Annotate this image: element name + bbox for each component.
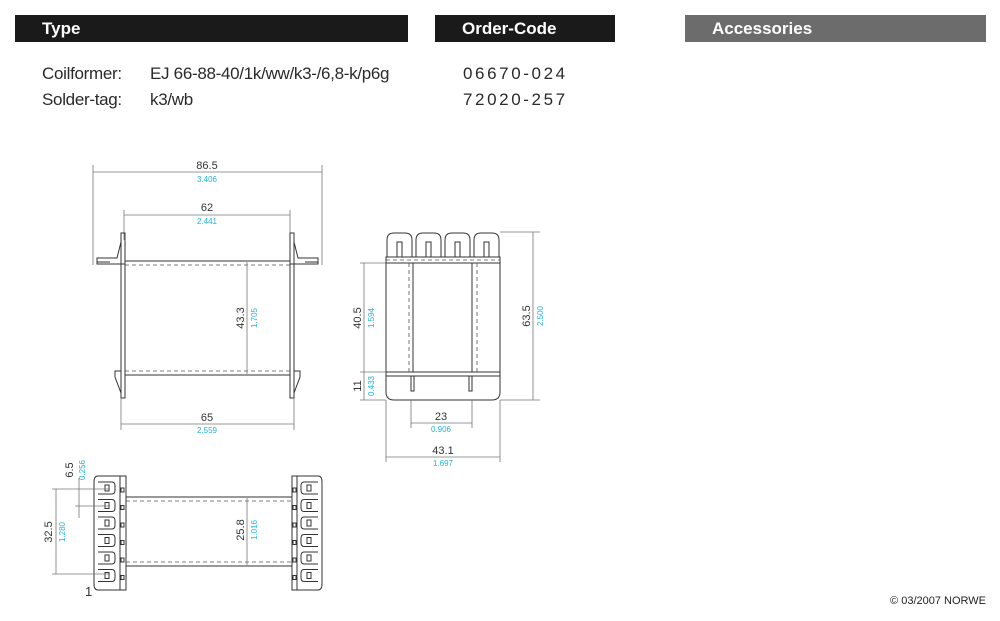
dim-winding-length-mm: 40.5 <box>352 307 364 328</box>
coilformer-order-code: 06670-024 <box>463 64 568 83</box>
pin-hole <box>120 575 125 580</box>
dim-bottom-width-mm: 65 <box>201 412 213 424</box>
pin-end <box>104 484 110 492</box>
dim-base-height-inch: 0.433 <box>367 375 376 396</box>
pin-end <box>306 502 312 509</box>
pin-end <box>104 502 110 509</box>
pin-end <box>306 554 312 562</box>
right-flange <box>289 232 295 399</box>
pin-slot <box>98 481 116 495</box>
dim-core-width-mm: 25.8 <box>235 519 247 540</box>
solder-tab <box>444 232 471 257</box>
pin-slot <box>300 569 318 582</box>
pin-hole <box>292 522 297 528</box>
solder-tag-value: k3/wb <box>150 90 193 109</box>
pin-hole <box>292 540 297 545</box>
pin-hole <box>292 487 297 493</box>
front-view: 86.5 3.406 62 2.441 43.3 1.705 65 2.559 <box>92 160 323 435</box>
solder-pin <box>454 241 461 258</box>
pin-hole <box>292 505 297 510</box>
dim-winding-height-mm: 43.3 <box>235 307 247 328</box>
bottom-view: 25.8 1.016 32.5 1.280 6.5 0.256 1 <box>43 459 323 599</box>
pin-slot <box>98 499 116 512</box>
pin-end <box>306 484 312 492</box>
accessories-header: Accessories <box>685 15 986 42</box>
solder-tab <box>473 232 500 257</box>
pin-hole <box>292 557 297 563</box>
dim-pin-row-mm: 32.5 <box>43 521 55 542</box>
pin-hole <box>120 487 125 493</box>
accessories-header-label: Accessories <box>712 19 813 38</box>
solder-tag-label: Solder-tag: <box>42 90 122 109</box>
pin-hole <box>120 505 125 510</box>
left-top-tab <box>96 241 125 265</box>
dim-pin-row-inch: 1.280 <box>58 521 67 542</box>
pin-end <box>104 537 110 544</box>
solder-tab <box>415 232 442 257</box>
pin-slot <box>98 516 116 530</box>
dim-core-width-inch: 1.016 <box>250 519 259 540</box>
pin-slot <box>98 534 116 547</box>
dim-bottom-width-inch: 2.559 <box>197 426 218 435</box>
dim-total-width-inch: 1.697 <box>433 459 454 468</box>
solder-tag-order-code: 72020-257 <box>463 90 568 109</box>
pin-hole <box>120 557 125 563</box>
side-view: 40.5 1.594 11 0.433 63.5 2.500 23 0.906 … <box>352 231 545 468</box>
dim-base-height-mm: 11 <box>352 380 364 391</box>
dim-winding-height-inch: 1.705 <box>250 307 259 328</box>
coilformer-value: EJ 66-88-40/1k/ww/k3-/6,8-k/p6g <box>150 64 390 83</box>
pin-end <box>104 572 110 579</box>
pin-slot <box>300 516 318 530</box>
pin-slot <box>98 551 116 565</box>
type-header: Type <box>15 15 408 42</box>
pin <box>468 375 473 392</box>
pin-end <box>104 519 110 527</box>
dim-overall-width-inch: 3.406 <box>197 175 218 184</box>
pin <box>410 375 415 392</box>
order-code-header: Order-Code <box>435 15 615 42</box>
pin-end <box>306 519 312 527</box>
solder-pin <box>483 241 490 258</box>
solder-pin <box>425 241 432 258</box>
order-code-header-label: Order-Code <box>462 19 557 38</box>
left-bottom-tab <box>114 370 122 394</box>
dim-total-height-inch: 2.500 <box>536 305 545 326</box>
dim-pin-pitch-mm: 6.5 <box>64 462 76 477</box>
dim-pin-span-mm: 23 <box>435 411 447 423</box>
right-bottom-tab <box>293 370 301 394</box>
solder-tag-row: Solder-tag: k3/wb 72020-257 <box>0 90 1000 112</box>
pin-hole <box>292 575 297 580</box>
pin-one-marker: 1 <box>85 584 92 599</box>
dim-total-height-mm: 63.5 <box>521 305 533 326</box>
dim-total-width-mm: 43.1 <box>432 445 453 457</box>
pin-end <box>104 554 110 562</box>
pin-slot <box>300 481 318 495</box>
dim-pin-pitch-inch: 0.256 <box>78 459 87 480</box>
solder-pin <box>396 241 403 258</box>
right-top-tab <box>290 241 319 265</box>
dim-flange-span-mm: 62 <box>201 202 213 214</box>
solder-tab <box>386 232 413 257</box>
dim-winding-length-inch: 1.594 <box>367 307 376 328</box>
coilformer-row: Coilformer: EJ 66-88-40/1k/ww/k3-/6,8-k/… <box>0 64 1000 86</box>
dim-pin-span-inch: 0.906 <box>431 425 452 434</box>
right-pin-block <box>291 475 323 591</box>
pin-end <box>306 572 312 579</box>
type-header-label: Type <box>42 19 81 38</box>
copyright-footer: © 03/2007 NORWE <box>890 595 986 607</box>
left-pin-block <box>93 475 127 591</box>
pin-slot <box>300 499 318 512</box>
coilformer-label: Coilformer: <box>42 64 122 83</box>
pin-end <box>306 537 312 544</box>
left-flange <box>120 232 126 399</box>
pin-slot <box>300 551 318 565</box>
pin-hole <box>120 522 125 528</box>
dim-overall-width-mm: 86.5 <box>196 160 217 172</box>
dim-flange-span-inch: 2.441 <box>197 217 218 226</box>
pin-hole <box>120 540 125 545</box>
side-body <box>385 263 501 401</box>
pin-slot <box>300 534 318 547</box>
pin-slot <box>98 569 116 582</box>
